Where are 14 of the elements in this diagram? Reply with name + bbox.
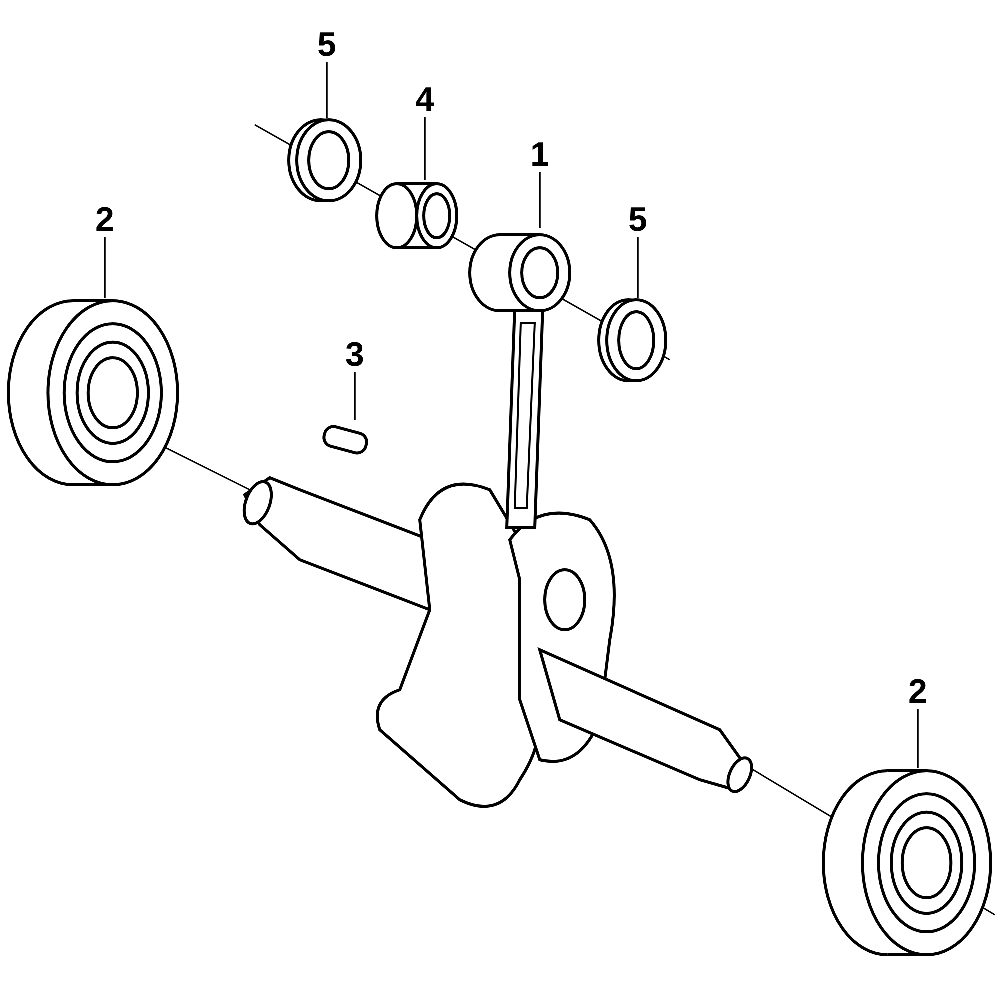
- leader-line: [917, 709, 919, 768]
- callout-number: 4: [416, 83, 434, 117]
- callout-number: 5: [318, 28, 336, 62]
- callout-number: 2: [908, 675, 928, 709]
- leader-line: [637, 237, 639, 298]
- leader-line: [539, 172, 541, 228]
- leader-line: [326, 62, 328, 118]
- callout-number: 5: [628, 203, 648, 237]
- leader-line: [424, 117, 426, 180]
- callout-number: 2: [96, 203, 114, 237]
- leader-line: [354, 372, 356, 420]
- callout-number: 3: [346, 338, 364, 372]
- leader-line: [104, 237, 106, 298]
- callout-number: 1: [530, 138, 550, 172]
